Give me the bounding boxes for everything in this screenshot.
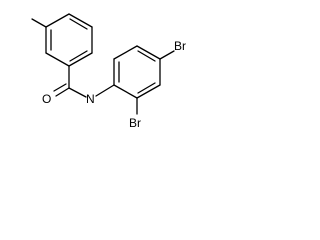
- oxygen-label: O: [42, 92, 51, 106]
- bond-n-ring: [95, 84, 115, 97]
- ring-a-bond: [68, 13, 93, 28]
- bromine-top-label: Br: [174, 39, 186, 53]
- ring-a-bond: [68, 52, 93, 67]
- bond-methyl: [31, 18, 47, 28]
- ring-a-bond: [45, 52, 70, 67]
- ring-b-double-bond: [137, 82, 156, 94]
- ring-a-double-bond: [69, 18, 88, 30]
- toluyl-ring: [45, 13, 93, 67]
- bond-carbonyl-n: [68, 87, 87, 98]
- dibromophenyl-ring: [113, 45, 161, 99]
- structure-diagram: O N Br Br: [31, 13, 186, 130]
- ring-a-double-bond: [69, 50, 88, 62]
- bromine-bottom-label: Br: [129, 116, 141, 130]
- bond-c-br-top: [159, 50, 175, 60]
- ring-b-double-bond: [137, 50, 156, 62]
- ring-b-bond: [113, 45, 138, 60]
- ring-b-bond: [136, 84, 161, 99]
- bond-carbonyl-o-double: [53, 83, 67, 92]
- ring-a-bond: [45, 13, 70, 28]
- ring-b-bond: [136, 45, 161, 60]
- nitrogen-label: N: [86, 92, 95, 106]
- ring-b-bond: [113, 84, 138, 99]
- bond-carbonyl-o: [55, 87, 70, 97]
